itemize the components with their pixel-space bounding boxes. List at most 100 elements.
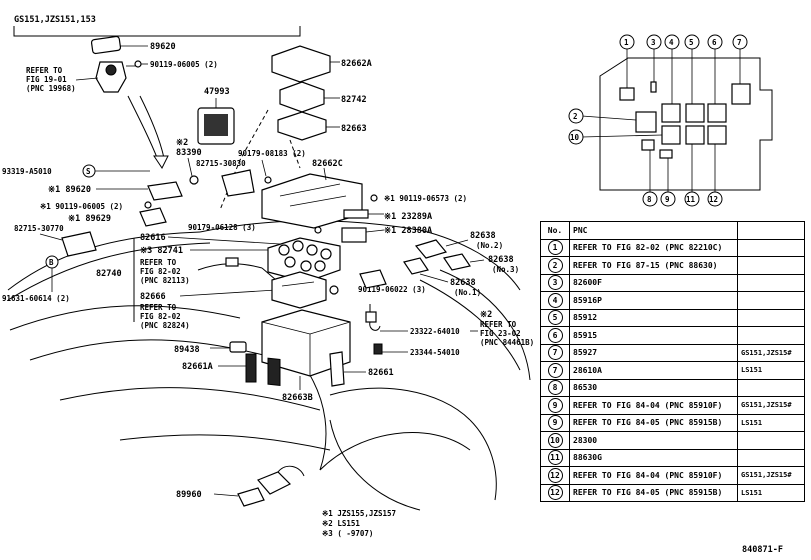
- label-82661: 82661: [368, 368, 394, 378]
- row-number-circle: 11: [547, 450, 563, 466]
- bolt-90119-06022: [329, 285, 339, 295]
- relay-box-layout: [581, 48, 773, 192]
- bolt-90119-06005-star1: [144, 201, 152, 209]
- label-23344: 23344-54010: [410, 348, 460, 357]
- label-82741: ※3 82741: [140, 246, 183, 256]
- svg-text:3: 3: [651, 38, 656, 47]
- part-28380A: [341, 227, 367, 243]
- bolt-90179-06128: [314, 226, 322, 234]
- callout-2: 2: [568, 108, 584, 124]
- label-82742: 82742: [341, 95, 367, 105]
- row-applicability: [737, 256, 805, 275]
- row-number: 8: [540, 378, 570, 397]
- arrow-curve: [127, 95, 159, 161]
- svg-text:8: 8: [647, 195, 652, 204]
- slot-4: [661, 103, 681, 123]
- row-pnc: 86530: [569, 378, 738, 397]
- slot-7: [731, 83, 751, 105]
- refer-fig82-824-line2: FIG 82-02: [140, 312, 181, 321]
- part-23322: [365, 304, 408, 332]
- row-number-circle: 12: [547, 485, 563, 501]
- part-82661: [329, 351, 366, 387]
- row-pnc: REFER TO FIG 82-02 (PNC 82210C): [569, 238, 738, 257]
- label-82663: 82663: [341, 124, 367, 134]
- row-applicability: [737, 308, 805, 327]
- callout-9: 9: [660, 191, 676, 207]
- bolt-90119-06005-top: [134, 60, 148, 68]
- row-pnc: REFER TO FIG 87-15 (PNC 88630): [569, 256, 738, 275]
- label-90119-06005-star1: ※1 90119-06005 (2): [40, 202, 123, 211]
- refer-fig23-line2: FIG 23-02: [480, 329, 521, 338]
- slot-8: [641, 139, 655, 151]
- row-pnc: REFER TO FIG 84-04 (PNC 85910F): [569, 396, 738, 415]
- callout-10: 10: [568, 129, 584, 145]
- row-pnc: 85927: [569, 343, 738, 362]
- callout-6: 6: [707, 34, 723, 50]
- row-number-circle: 6: [547, 327, 563, 343]
- row-number-circle: 4: [547, 292, 563, 308]
- row-applicability: [737, 378, 805, 397]
- row-pnc: 85915: [569, 326, 738, 345]
- col-no: No.: [540, 221, 570, 240]
- part-23289A: [343, 209, 369, 219]
- table-row: 1 REFER TO FIG 82-02 (PNC 82210C): [540, 238, 805, 257]
- row-number: 7: [540, 343, 570, 362]
- box-82663B: [261, 309, 351, 386]
- dashed-guide-2: [289, 139, 301, 169]
- relay-82638-no3: [443, 253, 485, 271]
- callout-1: 1: [619, 34, 635, 50]
- row-pnc: REFER TO FIG 84-05 (PNC 85915B): [569, 483, 738, 502]
- svg-text:6: 6: [712, 38, 717, 47]
- row-applicability: [737, 273, 805, 292]
- part-89620-star1: [147, 181, 183, 201]
- svg-text:4: 4: [669, 38, 674, 47]
- row-number-circle: 1: [547, 240, 563, 256]
- row-number-circle: 5: [547, 310, 563, 326]
- row-number-circle: 3: [547, 275, 563, 291]
- refer-fig82-113-line1: REFER TO: [140, 258, 177, 267]
- model-label: GS151,JZS151,153: [14, 15, 96, 25]
- row-number-circle: 7: [547, 345, 563, 361]
- callout-11: 11: [684, 191, 700, 207]
- table-row: 3 82600F: [540, 273, 805, 292]
- refer-fig23-line1: REFER TO: [480, 320, 517, 329]
- part-82661A: [218, 353, 257, 383]
- row-number-circle: 2: [547, 257, 563, 273]
- label-82715-30770: 82715-30770: [14, 224, 64, 233]
- row-pnc: REFER TO FIG 84-05 (PNC 85915B): [569, 413, 738, 432]
- note-star2: ※2 LS151: [322, 519, 360, 528]
- label-82638-no3: 82638: [488, 255, 514, 265]
- wire-harness-82113: [197, 257, 277, 281]
- label-90119-06573: ※1 90119-06573 (2): [384, 194, 467, 203]
- row-applicability: GS151,JZS15#: [737, 396, 805, 415]
- svg-text:11: 11: [686, 195, 696, 204]
- clip-90119-06022: [359, 269, 387, 289]
- row-pnc: 28610A: [569, 361, 738, 380]
- part-89629: [139, 207, 167, 227]
- col-pnc: PNC: [569, 221, 738, 240]
- row-number-circle: 10: [547, 432, 563, 448]
- svg-text:12: 12: [709, 195, 718, 204]
- slot-12a: [707, 125, 727, 145]
- header-bracket: [13, 26, 301, 37]
- label-star2-b: ※2: [480, 310, 492, 320]
- bolt-90179-08183: [264, 176, 272, 184]
- row-applicability: LS151: [737, 413, 805, 432]
- slot-5: [685, 103, 705, 123]
- refer-fig19-line1: REFER TO: [26, 66, 63, 75]
- svg-text:2: 2: [573, 112, 578, 121]
- pnc-table: No. PNC 1 REFER TO FIG 82-02 (PNC 82210C)…: [540, 221, 805, 502]
- label-89438: 89438: [174, 345, 200, 355]
- relay-82638-no1: [403, 257, 449, 283]
- row-number: 10: [540, 431, 570, 450]
- row-pnc: 82600F: [569, 273, 738, 292]
- label-90179-08183: 90179-08183 (2): [238, 149, 306, 158]
- refer-fig82-113-line2: FIG 82-02: [140, 267, 181, 276]
- part-89620-top: [90, 35, 148, 55]
- label-82638-no2: 82638: [470, 231, 496, 241]
- row-applicability: [737, 291, 805, 310]
- label-82616: 82616: [140, 233, 166, 243]
